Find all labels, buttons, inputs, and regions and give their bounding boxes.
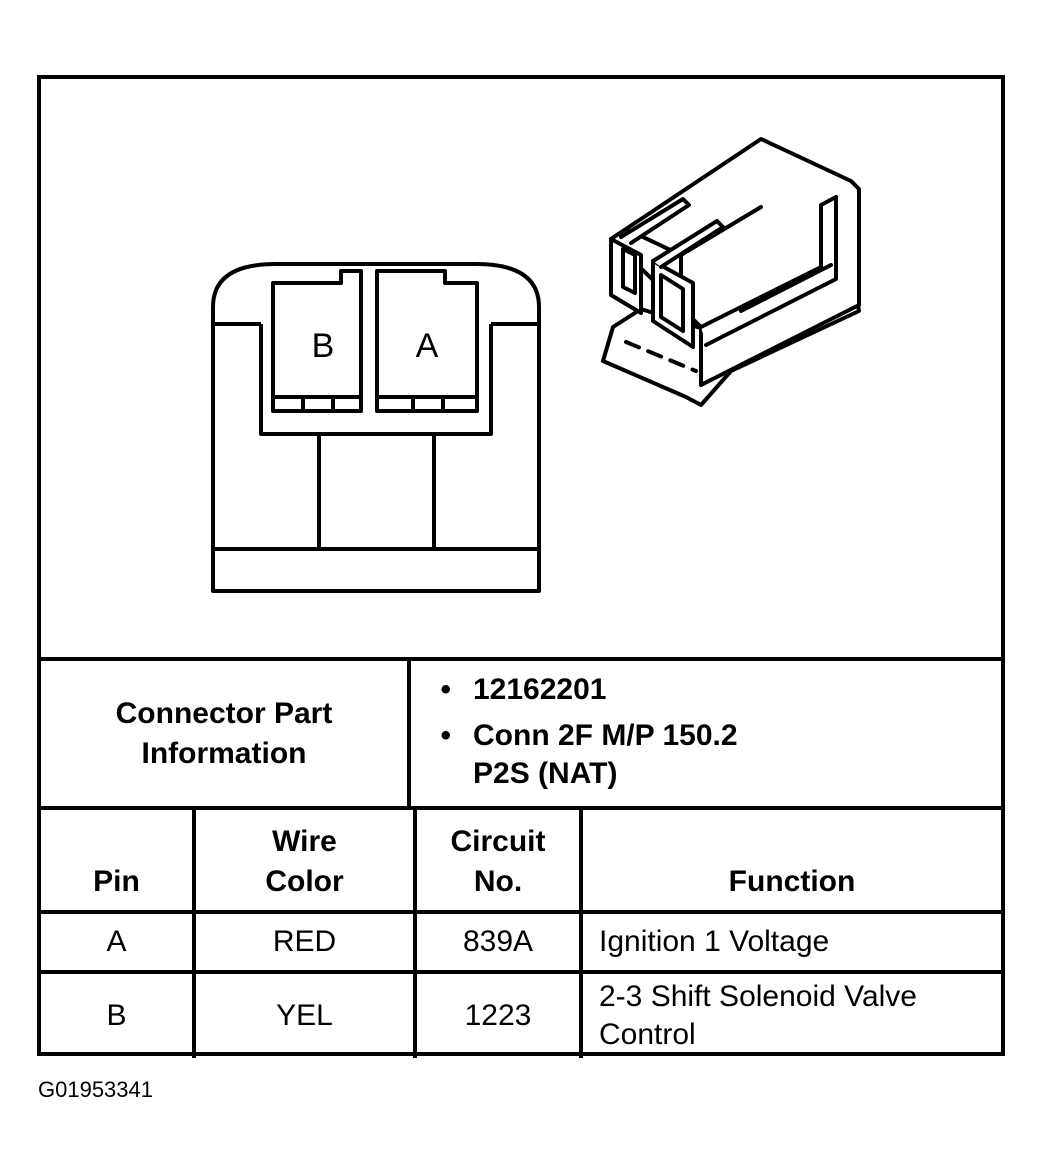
cell-circuit: 839A	[413, 910, 583, 974]
part-info-label-line2: Information	[141, 736, 307, 770]
connector-diagram: B A	[41, 79, 1001, 661]
part-info-label-line1: Connector Part	[115, 696, 333, 730]
header-circuit-no: Circuit No.	[413, 810, 583, 914]
figure-id: G01953341	[38, 1077, 153, 1102]
part-number-item: • 12162201	[415, 671, 995, 709]
bullet-icon: •	[440, 673, 451, 706]
connector-description-line2: P2S (NAT)	[473, 757, 618, 790]
header-function: Function	[579, 810, 1001, 914]
header-pin: Pin	[41, 810, 196, 914]
bullet-icon: •	[440, 719, 451, 752]
cell-wire-color: YEL	[192, 970, 417, 1058]
connector-isometric-view	[601, 137, 861, 407]
connector-part-info-label: Connector Part Information	[41, 661, 411, 806]
connector-part-info-values: • 12162201 • Conn 2F M/P 150.2 P2S (NAT)	[415, 671, 995, 801]
table-row: A RED 839A Ignition 1 Voltage	[41, 910, 1001, 974]
cell-pin: A	[41, 910, 196, 974]
cell-function: 2-3 Shift Solenoid Valve Control	[579, 970, 1001, 1058]
table-row: B YEL 1223 2-3 Shift Solenoid Valve Cont…	[41, 970, 1001, 1058]
pin-label-b: B	[312, 327, 335, 365]
connector-figure-frame: B A	[37, 75, 1005, 1058]
pin-table: Pin Wire Color Circuit No. Function A RE…	[41, 810, 1001, 1058]
cell-pin: B	[41, 970, 196, 1058]
cell-function: Ignition 1 Voltage	[579, 910, 1001, 974]
connector-face-view	[211, 262, 541, 593]
cell-circuit: 1223	[413, 970, 583, 1058]
part-number: 12162201	[473, 673, 607, 706]
connector-part-info-row: Connector Part Information • 12162201 • …	[41, 661, 1001, 810]
connector-drawing: B A	[211, 137, 861, 593]
connector-description-item: • Conn 2F M/P 150.2 P2S (NAT)	[415, 717, 995, 793]
pin-label-a: A	[416, 327, 439, 365]
cell-wire-color: RED	[192, 910, 417, 974]
connector-description-line1: Conn 2F M/P 150.2	[473, 719, 738, 752]
table-header-row: Pin Wire Color Circuit No. Function	[41, 810, 1001, 914]
header-wire-color: Wire Color	[192, 810, 417, 914]
